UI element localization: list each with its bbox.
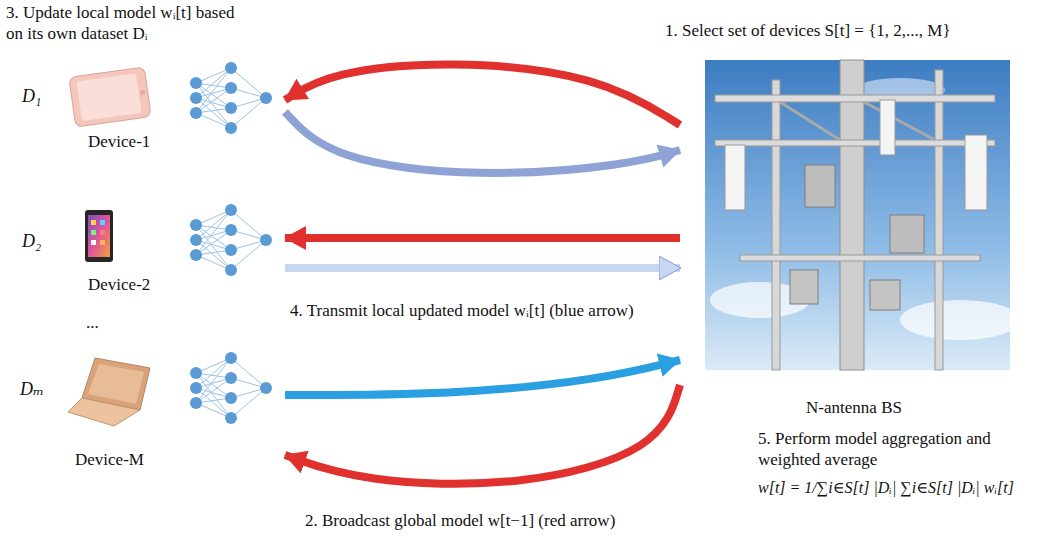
broadcast-arrow [285, 234, 680, 242]
step-note: 4. Transmit local updated model wᵢ[t] (b… [290, 300, 634, 321]
device-node: Device-M [60, 350, 285, 472]
step-note: 2. Broadcast global model w[t−1] (red ar… [305, 510, 615, 531]
laptop-picture [68, 358, 150, 426]
base-station-node: N-antenna BS [680, 55, 1028, 420]
step-note: 5. Perform model aggregation and weighte… [758, 428, 1038, 471]
step-note: 1. Select set of devices S[t] = {1, 2,..… [665, 20, 951, 41]
upload-arrow [285, 360, 680, 395]
phone-picture [69, 67, 151, 127]
dataset-symbol: D₁ [22, 85, 41, 108]
neural-network-icon [190, 352, 272, 424]
aggregation-formula: w[t] = 1/∑i∈S[t] |Dᵢ| ∑i∈S[t] |Dᵢ| wᵢ[t] [758, 478, 1038, 498]
node-label: N-antenna BS [680, 398, 1028, 418]
device-node: Device-1 [60, 62, 285, 154]
neural-network-icon [190, 62, 272, 134]
tablet-picture [85, 210, 113, 262]
ellipsis: ... [86, 312, 99, 333]
node-label: Device-1 [88, 132, 150, 152]
upload-arrow [285, 112, 680, 173]
dataset-symbol: Dₘ [20, 378, 44, 401]
upload-arrow [285, 264, 680, 272]
device-node: Device-2 [60, 205, 285, 297]
step-note: 3. Update local model wᵢ[t] based on its… [6, 2, 246, 45]
neural-network-icon [190, 204, 272, 276]
tower-picture [705, 60, 1020, 370]
broadcast-arrow [285, 385, 680, 484]
broadcast-arrow [285, 64, 680, 125]
dataset-symbol: D₂ [22, 230, 41, 253]
node-label: Device-2 [88, 275, 150, 295]
node-label: Device-M [75, 450, 144, 470]
